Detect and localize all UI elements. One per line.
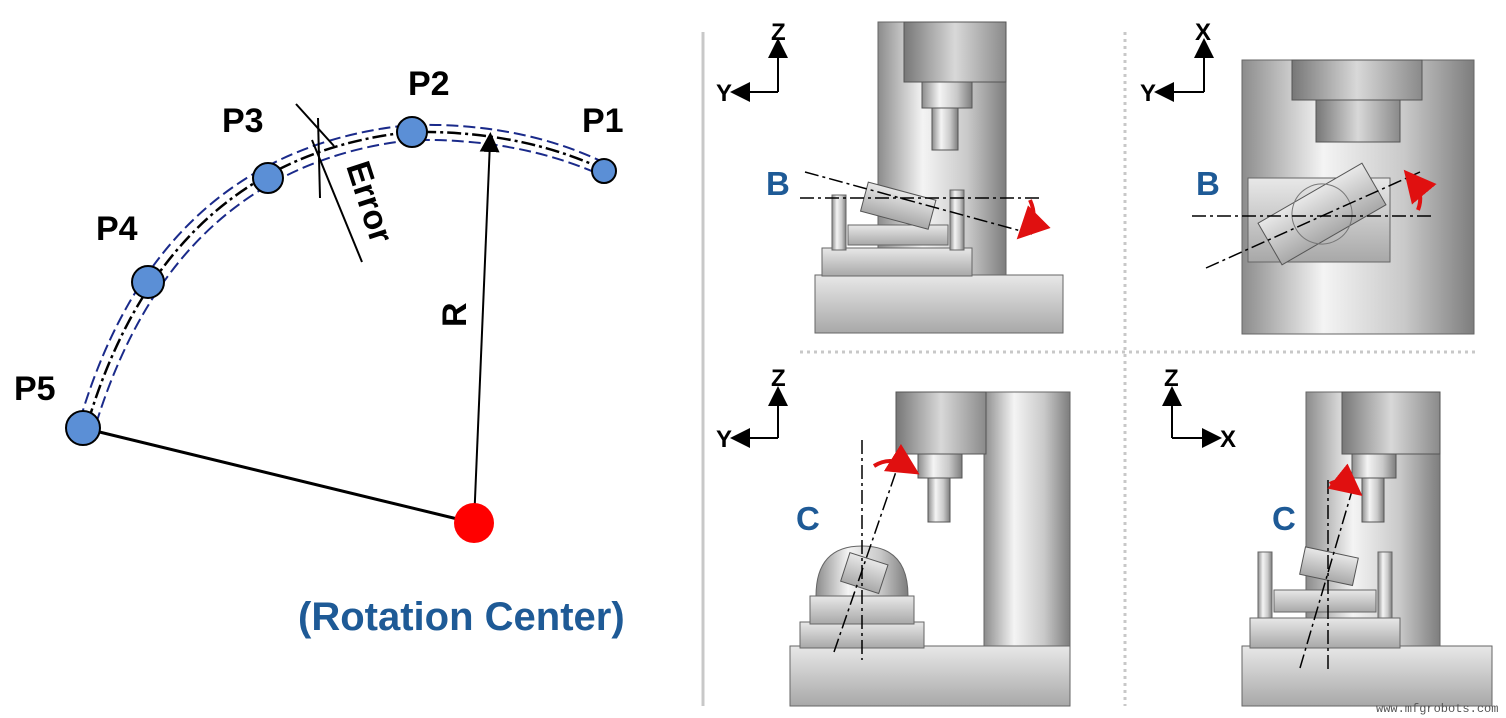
fixture-mid: [1273, 589, 1377, 613]
rotation-label-c: C: [1272, 500, 1296, 537]
axis-label-horizontal: Y: [716, 80, 732, 107]
fixture-mid: [847, 224, 949, 246]
machine-base: [814, 274, 1064, 334]
machine-column: [983, 391, 1071, 653]
axis-line-tilted: [1205, 171, 1421, 269]
axis-label-vertical: Z: [771, 365, 786, 392]
label-radius: R: [436, 302, 474, 327]
label-p5: P5: [14, 370, 56, 408]
fixture-right: [949, 189, 965, 251]
label-rotation-center: (Rotation Center): [298, 595, 625, 639]
point-p3: [252, 162, 284, 194]
point-p2: [396, 116, 428, 148]
spindle-tool: [927, 477, 951, 523]
panel-top-left: Z Y B: [716, 19, 1064, 334]
axis-label-vertical: Z: [771, 19, 786, 46]
axis-triad-bottom-right: Z X: [1162, 365, 1236, 453]
radius-line-r: [473, 132, 500, 524]
spindle-head: [1341, 391, 1441, 455]
spindle-head: [895, 391, 987, 455]
fixture-left: [1257, 551, 1273, 619]
spindle-collar: [917, 453, 963, 479]
axis-triad-bottom-left: Z Y: [716, 365, 788, 453]
tilted-workpiece: [1299, 546, 1359, 587]
rotation-label-b: B: [766, 165, 790, 202]
radius-line-p5: [82, 426, 475, 525]
label-p4: P4: [96, 210, 138, 248]
table: [1249, 617, 1401, 649]
axis-triad-top-right: X Y: [1140, 19, 1214, 107]
arc-mid: [86, 130, 606, 423]
spindle-body: [1315, 99, 1401, 143]
axis-label-horizontal: Y: [716, 426, 732, 453]
machine-base: [1241, 645, 1493, 707]
panel-bottom-right: Z X C: [1162, 365, 1493, 707]
table: [821, 247, 973, 277]
spindle-tool: [931, 107, 959, 151]
point-p1: [591, 158, 617, 184]
rotation-label-b: B: [1196, 165, 1220, 202]
axis-label-vertical: Z: [1164, 365, 1179, 392]
label-p1: P1: [582, 102, 624, 140]
machine-base: [789, 645, 1071, 707]
arc-inner: [95, 138, 604, 425]
rotation-arrow-c: [872, 443, 920, 475]
workpiece-hub: [1291, 183, 1353, 245]
spindle-collar: [1351, 453, 1397, 479]
rotation-center-dot: [454, 503, 494, 543]
spindle-collar: [921, 81, 973, 109]
axis-line-tilted: [833, 459, 901, 653]
tilted-workpiece: [840, 551, 889, 595]
spindle-tool: [1361, 477, 1385, 523]
error-tick-1: [295, 103, 335, 147]
rotation-arc-diagram: P1 P2 P3 P4 P5 Error R (Rotation Center): [14, 65, 625, 639]
rotation-label-c: C: [796, 500, 820, 537]
fixture-right: [1377, 551, 1393, 619]
axis-triad-top-left: Z Y: [716, 19, 788, 107]
label-error: Error: [338, 157, 400, 248]
error-leader: [311, 139, 363, 263]
tilted-workpiece: [1257, 162, 1387, 266]
spindle-head: [1291, 59, 1423, 101]
point-p5: [65, 410, 101, 446]
rotation-arrow-c: [1327, 463, 1363, 496]
panel-bottom-left: Z Y C: [716, 365, 1071, 707]
rotation-arrow-b: [1403, 169, 1437, 211]
fixture-left: [831, 194, 847, 251]
panel-top-right: X Y B: [1140, 19, 1475, 335]
axis-label-horizontal: Y: [1140, 80, 1156, 107]
label-p3: P3: [222, 102, 264, 140]
spindle-head: [903, 21, 1007, 83]
tilted-workpiece: [859, 181, 937, 230]
rotation-arrow-b: [1016, 199, 1051, 240]
axis-line-tilted: [1299, 483, 1355, 669]
arc-outer: [79, 123, 606, 421]
watermark: www.mfgrobots.com: [1376, 702, 1498, 716]
point-p4: [131, 265, 165, 299]
axis-label-horizontal: X: [1220, 426, 1236, 453]
axis-label-vertical: X: [1195, 19, 1211, 46]
label-p2: P2: [408, 65, 450, 103]
